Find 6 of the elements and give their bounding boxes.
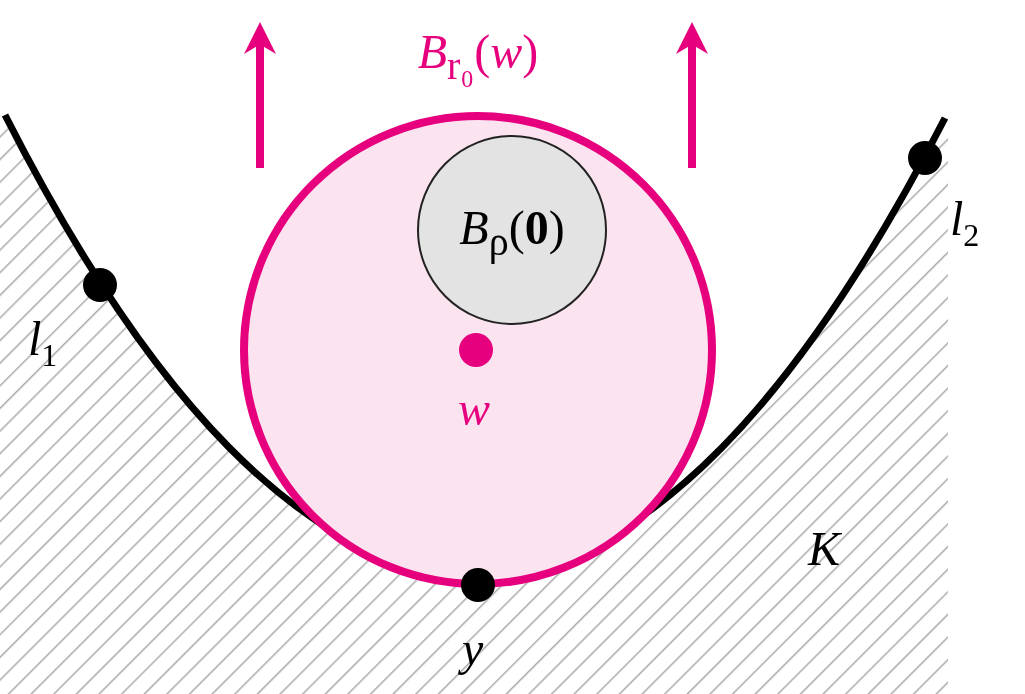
- math-label: w: [458, 385, 490, 433]
- math-label: B$_{r₀}$(w): [417, 28, 539, 86]
- math-label: l$_{2}$: [950, 195, 980, 251]
- math-label: B$_{ρ}$(0): [459, 204, 565, 262]
- math-label: l$_{1}$: [28, 315, 58, 371]
- math-label: K: [808, 525, 840, 573]
